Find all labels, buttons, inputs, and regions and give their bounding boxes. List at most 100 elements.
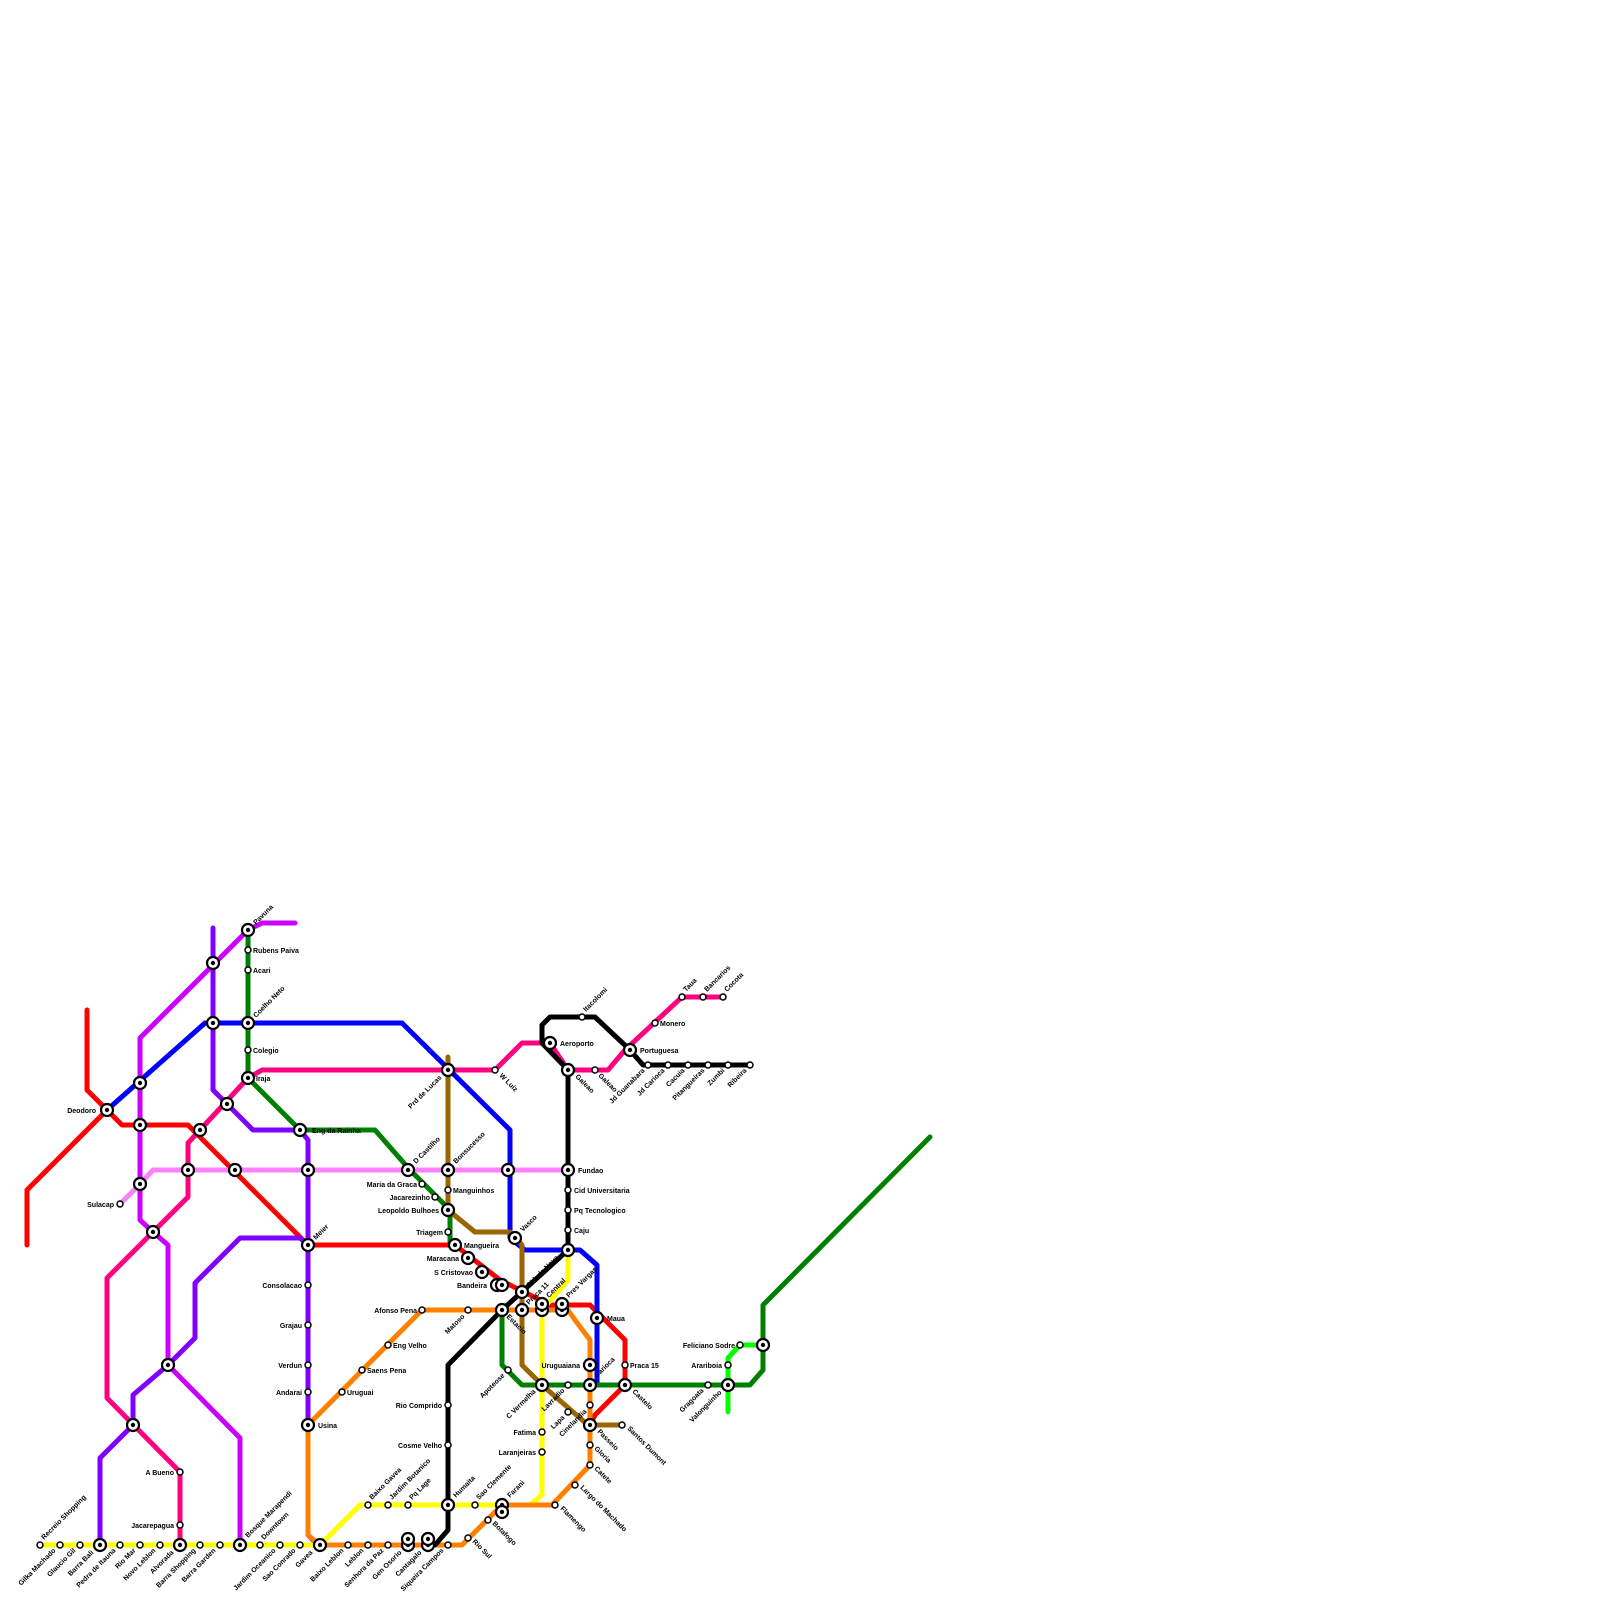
station-gen-osorio-b[interactable]: [402, 1533, 414, 1545]
station-lp-d[interactable]: [302, 1164, 314, 1176]
station-arariboia[interactable]: [725, 1362, 731, 1368]
station-purple-a[interactable]: [162, 1359, 174, 1371]
station-pink-a[interactable]: [221, 1098, 233, 1110]
station-manguinhos[interactable]: [445, 1187, 451, 1193]
station-flamengo[interactable]: [552, 1502, 558, 1508]
station-blue-b[interactable]: [502, 1164, 514, 1176]
station-deodoro[interactable]: [101, 1104, 113, 1116]
station-castelo[interactable]: [619, 1379, 631, 1391]
station-monero[interactable]: [652, 1020, 658, 1026]
station-pq-lage[interactable]: [405, 1502, 411, 1508]
station-magenta-b[interactable]: [207, 1017, 219, 1029]
station-senhora-da-paz[interactable]: [385, 1542, 391, 1548]
station-galeao[interactable]: [562, 1064, 574, 1076]
station-estacio[interactable]: [496, 1304, 508, 1316]
station-gavea[interactable]: [314, 1539, 326, 1551]
station-downtown[interactable]: [257, 1542, 263, 1548]
station-central-b[interactable]: [536, 1298, 548, 1310]
station-c-vermelha[interactable]: [536, 1379, 548, 1391]
station-barra-bali[interactable]: [94, 1539, 106, 1551]
station-bosque-marapendi[interactable]: [234, 1539, 246, 1551]
station-gloria[interactable]: [587, 1442, 593, 1448]
station-carioca[interactable]: [584, 1379, 596, 1391]
station-cacuia[interactable]: [685, 1062, 691, 1068]
station-acari[interactable]: [245, 967, 251, 973]
station-eng-da-rainha[interactable]: [294, 1124, 306, 1136]
station-andarai[interactable]: [305, 1389, 311, 1395]
station-siqueira-campos[interactable]: [445, 1542, 451, 1548]
station-afonso-pena[interactable]: [419, 1307, 425, 1313]
station-jacarepagua[interactable]: [177, 1522, 183, 1528]
station-fundao[interactable]: [562, 1164, 574, 1176]
station-black-a[interactable]: [562, 1244, 574, 1256]
station-rio-mar[interactable]: [137, 1542, 143, 1548]
station-zumbi[interactable]: [725, 1062, 731, 1068]
station-valonguinho[interactable]: [722, 1379, 734, 1391]
station-cid-universitaria[interactable]: [565, 1187, 571, 1193]
station-maria-da-graca[interactable]: [419, 1181, 425, 1187]
station-leblon[interactable]: [365, 1542, 371, 1548]
station-glaucio-gil[interactable]: [77, 1542, 83, 1548]
station-meier[interactable]: [302, 1239, 314, 1251]
station-leopoldo-bulhoes[interactable]: [442, 1204, 454, 1216]
station-iraja[interactable]: [242, 1072, 254, 1084]
station-sulacap[interactable]: [117, 1201, 123, 1207]
station-santos-dumont[interactable]: [619, 1422, 625, 1428]
station-largo-do-machado[interactable]: [572, 1482, 578, 1488]
station-rubens-paiva[interactable]: [245, 947, 251, 953]
station-jacarezinho[interactable]: [432, 1194, 438, 1200]
station-pavuna[interactable]: [242, 924, 254, 936]
station-caju[interactable]: [565, 1227, 571, 1233]
station-cocota[interactable]: [720, 994, 726, 1000]
station-pitangueiras[interactable]: [705, 1062, 711, 1068]
station-barra-shopping[interactable]: [197, 1542, 203, 1548]
station-alvorada[interactable]: [174, 1539, 186, 1551]
station-d-castilho[interactable]: [402, 1164, 414, 1176]
station-taua[interactable]: [679, 994, 685, 1000]
station-fatima[interactable]: [539, 1429, 545, 1435]
station-magenta-a[interactable]: [207, 957, 219, 969]
station-verdun[interactable]: [305, 1362, 311, 1368]
station-triagem[interactable]: [445, 1229, 451, 1235]
station-niteroi-a[interactable]: [757, 1339, 769, 1351]
station-maracana[interactable]: [462, 1252, 474, 1264]
station-cantagalo-b[interactable]: [422, 1533, 434, 1545]
station-w-luiz[interactable]: [492, 1067, 498, 1073]
station-lapa[interactable]: [565, 1409, 571, 1415]
station-lavradio[interactable]: [565, 1382, 571, 1388]
station-baixo-leblon[interactable]: [345, 1542, 351, 1548]
station-usina[interactable]: [302, 1419, 314, 1431]
station-bancarios[interactable]: [700, 994, 706, 1000]
station-maua[interactable]: [591, 1312, 603, 1324]
station-jardim-botanico[interactable]: [385, 1502, 391, 1508]
station-jd-carioca[interactable]: [665, 1062, 671, 1068]
station-jd-guanabara[interactable]: [645, 1062, 651, 1068]
station-eng-velho[interactable]: [385, 1342, 391, 1348]
station-lp-a[interactable]: [134, 1178, 146, 1190]
station-itacolomi[interactable]: [579, 1014, 585, 1020]
station-colegio[interactable]: [245, 1047, 251, 1053]
station-saens-pena[interactable]: [359, 1367, 365, 1373]
station-lp-c[interactable]: [229, 1164, 241, 1176]
station-lp-b[interactable]: [182, 1164, 194, 1176]
station-praca-15[interactable]: [622, 1362, 628, 1368]
station-blue-a[interactable]: [134, 1077, 146, 1089]
station-pres-vargas-b[interactable]: [556, 1298, 568, 1310]
station-a-bueno[interactable]: [177, 1469, 183, 1475]
station-sao-clemente[interactable]: [472, 1502, 478, 1508]
station-coelho-neto[interactable]: [242, 1017, 254, 1029]
station-feliciano-sodre[interactable]: [737, 1342, 743, 1348]
station-pq-tecnologico[interactable]: [565, 1207, 571, 1213]
station-bonsucesso[interactable]: [442, 1164, 454, 1176]
station-passeio[interactable]: [584, 1419, 596, 1431]
station-catete[interactable]: [587, 1462, 593, 1468]
station-baixo-gavea[interactable]: [365, 1502, 371, 1508]
station-uruguaiana[interactable]: [584, 1359, 596, 1371]
station-purple-b[interactable]: [127, 1419, 139, 1431]
station-rio-sul[interactable]: [465, 1535, 471, 1541]
station-novo-leblon[interactable]: [157, 1542, 163, 1548]
station-botafogo[interactable]: [496, 1506, 508, 1518]
station-mangueira[interactable]: [449, 1239, 461, 1251]
station-apoteose[interactable]: [505, 1367, 511, 1373]
station-laranjeiras[interactable]: [539, 1449, 545, 1455]
